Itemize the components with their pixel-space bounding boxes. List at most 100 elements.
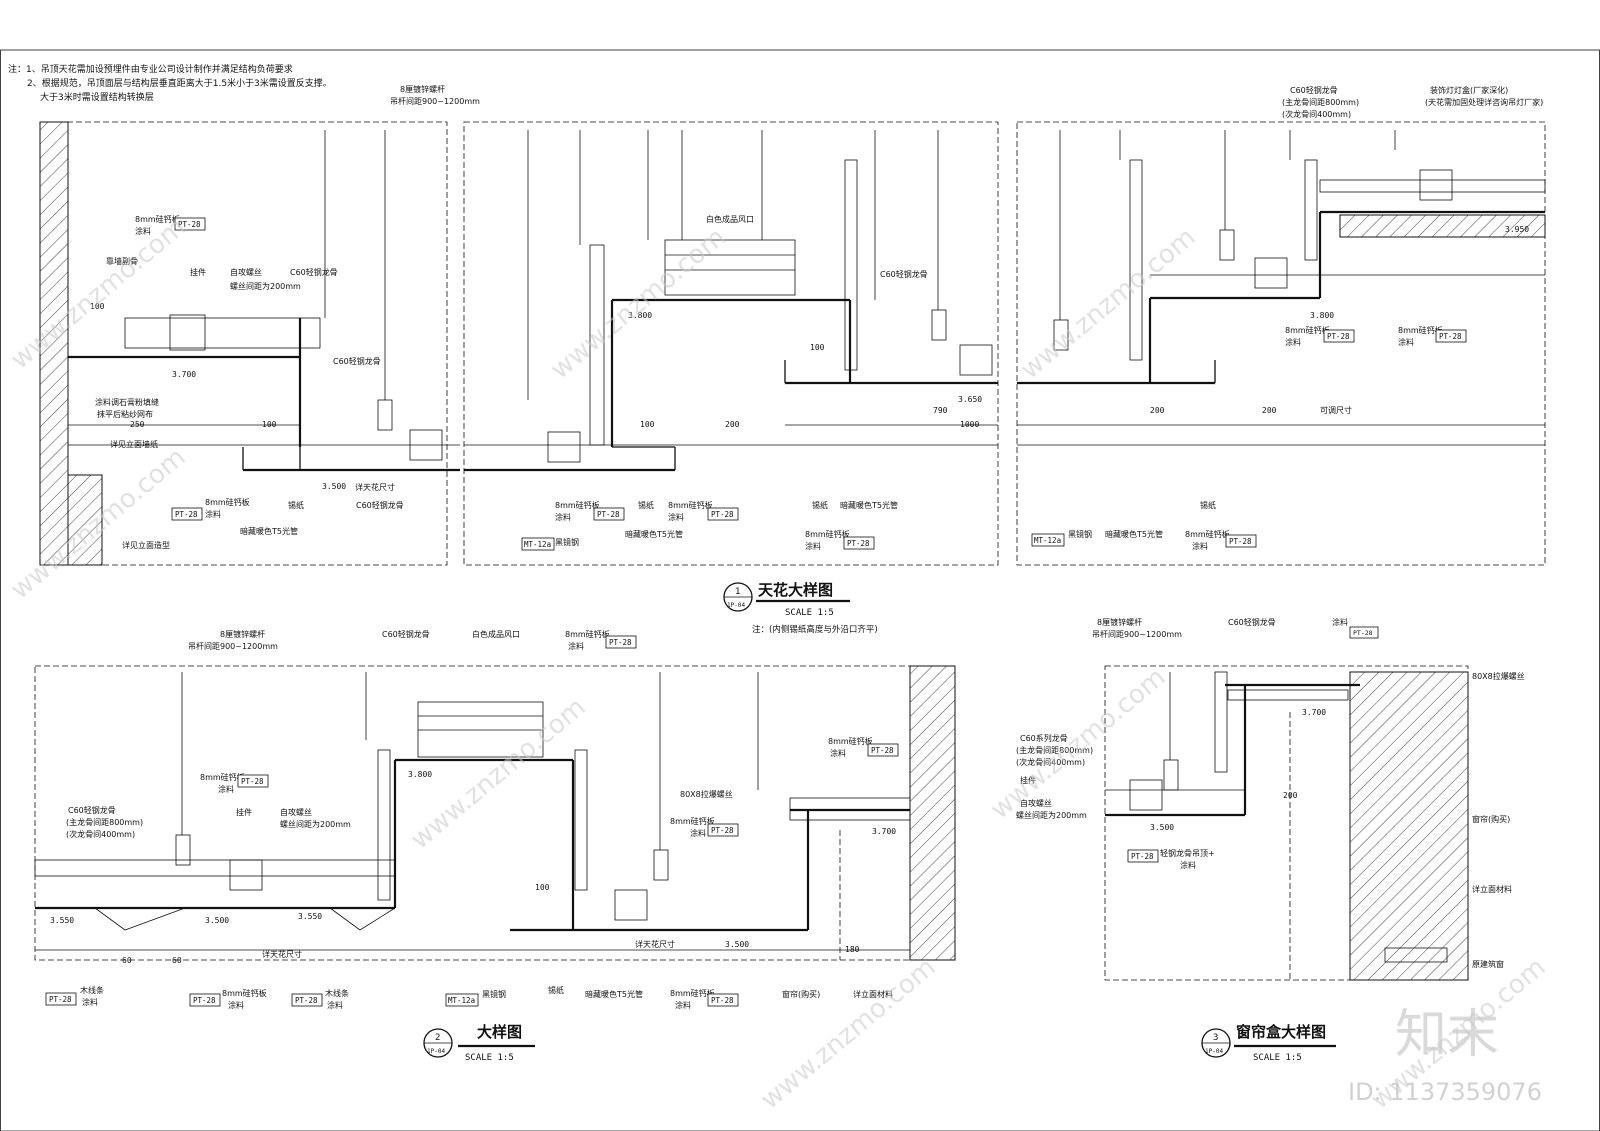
p3-screw: 自攻螺丝 xyxy=(1020,798,1052,808)
p2-bolt: 80X8拉爆螺丝 xyxy=(680,789,733,799)
p1-board: 8mm硅钙板 xyxy=(135,214,180,224)
p2-screw: 自攻螺丝 xyxy=(280,807,312,817)
p2-hanger: 挂件 xyxy=(236,807,252,817)
p1-c60b: C60轻钢龙骨 xyxy=(333,356,381,366)
wall-feature-hatch xyxy=(67,474,103,566)
p1-detail-size: 详天花尺寸 xyxy=(355,482,395,492)
p1-pt-tag-e: PT-28 xyxy=(847,539,870,548)
p2-level-0: 3.800 xyxy=(408,770,432,779)
p3-hanger: 挂件 xyxy=(1020,775,1036,785)
p1-pt-tag-h: PT-28 xyxy=(1439,332,1462,341)
p2-mirror: 黑镜钢 xyxy=(482,989,506,999)
p2-tinfoil: 锡纸 xyxy=(548,985,564,995)
p3-main-spacing: (主龙骨间距800mm) xyxy=(1016,745,1093,755)
panel-1-labels: 8厘镀锌螺杆 吊杆间距900~1200mm 8mm硅钙板 涂料 靠墙副骨 挂件 … xyxy=(90,84,1543,635)
p2-level-1: 3.700 xyxy=(872,827,896,836)
p1-c60c: C60轻钢龙骨 xyxy=(356,500,404,510)
p1-keel-main: C60轻钢龙骨 xyxy=(1290,85,1338,95)
p1-see-wall2: 详见立面造型 xyxy=(122,540,170,550)
p1-title-num: 1 xyxy=(735,587,740,597)
p3-level-1: 3.500 xyxy=(1150,823,1174,832)
p3-title-num: 3 xyxy=(1213,1033,1218,1043)
p1-level-4: 3.950 xyxy=(1505,225,1529,234)
p2-c60: C60轻钢龙骨 xyxy=(382,629,430,639)
p2-paint-f: 涂料 xyxy=(228,1000,244,1010)
p2-dim-3: 100 xyxy=(535,883,550,892)
panel-2-detail: 8厘镀锌螺杆 吊杆间距900~1200mm C60轻钢龙骨 白色成品风口 8mm… xyxy=(34,629,956,1063)
p1-keel-main2: (主龙骨间距800mm) xyxy=(1282,97,1359,107)
p2-paint-c: 涂料 xyxy=(830,748,846,758)
watermark-text-5: www.znzmo.com xyxy=(405,692,591,855)
p1-mt-tag-b: MT-12a xyxy=(1034,536,1061,545)
p1-pt-tag-b: PT-28 xyxy=(178,220,201,229)
watermark-text-7: www.znzmo.com xyxy=(755,952,941,1115)
p1-board-c: 8mm硅钙板 xyxy=(555,500,600,510)
p1-mirror2: 黑镜钢 xyxy=(1068,529,1092,539)
p2-dim-0: 60 xyxy=(122,956,132,965)
p2-sec-spacing: (次龙骨间400mm) xyxy=(66,829,135,839)
p1-c60: C60轻钢龙骨 xyxy=(290,267,338,277)
p2-mt-tag: MT-12a xyxy=(448,996,475,1005)
p1-see-wall: 详见立面墙纸 xyxy=(110,439,158,449)
p2-pt-tag-h: PT-28 xyxy=(711,996,734,1005)
p1-led2: 暗藏暖色T5光管 xyxy=(625,529,683,539)
p1-dim-13: 790 xyxy=(933,406,948,415)
p1-tinfoil: 锡纸 xyxy=(288,500,304,510)
p1-board-b: 8mm硅钙板 xyxy=(205,497,250,507)
p3-screw-spacing: 螺丝间距为200mm xyxy=(1016,810,1087,820)
p1-dim-0: 100 xyxy=(90,302,105,311)
p2-wall-mat: 详立面材料 xyxy=(853,989,893,999)
panel-3-curtain-box: 8厘镀锌螺杆 吊杆间距900~1200mm C60轻钢龙骨 涂料 PT-28 8… xyxy=(1016,617,1525,1063)
p3-scale: SCALE 1:5 xyxy=(1253,1053,1302,1063)
p2-pt-tag-b: PT-28 xyxy=(241,777,264,786)
p2-scale: SCALE 1:5 xyxy=(465,1053,514,1063)
p2-level-3: 3.500 xyxy=(205,916,229,925)
p2-pt-tag-c: PT-28 xyxy=(871,746,894,755)
p2-detail-size: 详天花尺寸 xyxy=(262,949,302,959)
p1-dim-9: 100 xyxy=(640,420,655,429)
p2-c60-main: C60轻钢龙骨 xyxy=(68,805,116,815)
p2-paint-g: 涂料 xyxy=(327,1000,343,1010)
p1-paint-c: 涂料 xyxy=(555,512,571,522)
p3-keel-top: 轻钢龙骨吊顶+ xyxy=(1160,848,1215,858)
note-line-1: 注：1、吊顶天花需加设预埋件由专业公司设计制作并满足结构负荷要求 xyxy=(8,63,293,75)
watermark-text-2: www.znzmo.com xyxy=(545,222,731,385)
p1-c60d: C60轻钢龙骨 xyxy=(880,269,928,279)
p1-led: 暗藏暖色T5光管 xyxy=(240,526,298,536)
p2-paint-d: 涂料 xyxy=(690,828,706,838)
p1-title: 天花大样图 xyxy=(758,581,833,599)
p1-dim-17: 200 xyxy=(1150,406,1165,415)
p3-wall-mat: 详立面材料 xyxy=(1472,884,1512,894)
p2-rod: 8厘镀锌螺杆 xyxy=(220,629,265,639)
p3-series: C60系列龙骨 xyxy=(1020,733,1068,743)
p3-dim-0: 200 xyxy=(1283,791,1298,800)
p3-rod: 8厘镀锌螺杆 xyxy=(1097,617,1142,627)
p1-paint-b: 涂料 xyxy=(205,509,221,519)
p1-wall-note1: 涂料调石膏粉填缝 xyxy=(95,397,159,407)
p2-board3: 8mm硅钙板 xyxy=(828,736,873,746)
p2-led: 暗藏暖色T5光管 xyxy=(585,989,643,999)
watermark-text-1: www.znzmo.com xyxy=(5,212,191,375)
p2-rod-spacing: 吊杆间距900~1200mm xyxy=(188,641,278,651)
p1-paint-g: 涂料 xyxy=(1285,337,1301,347)
p1-wall-note2: 抹平后粘纱网布 xyxy=(97,409,153,419)
p2-wood-strip2: 木线条 xyxy=(325,988,349,998)
p3-rod-spacing: 吊杆间距900~1200mm xyxy=(1092,629,1182,639)
p2-title-ref: 1P-04 xyxy=(427,1048,445,1055)
p2-pt-tag-a: PT-28 xyxy=(609,638,632,647)
p1-board-h: 8mm硅钙板 xyxy=(1398,325,1443,335)
note-line-2: 2、根据规范，吊顶面层与结构层垂直距离大于1.5米小于3米需设置反支撑。 xyxy=(27,77,332,89)
p1-edge-keel: 靠墙副骨 xyxy=(106,256,138,266)
p1-paint-f: 涂料 xyxy=(1192,541,1208,551)
p1-mirror: 黑镜钢 xyxy=(555,537,579,547)
p1-tinfoil4: 锡纸 xyxy=(1200,500,1216,510)
p1-board-g: 8mm硅钙板 xyxy=(1285,325,1330,335)
p1-led4: 暗藏暖色T5光管 xyxy=(1105,529,1163,539)
p1-screw-spacing: 螺丝间距为200mm xyxy=(230,281,301,291)
p3-title-ref: 1P-04 xyxy=(1205,1048,1223,1055)
watermark-text-3: www.znzmo.com xyxy=(1015,222,1201,385)
p1-title-ref: 1P-04 xyxy=(727,602,745,609)
watermark-logo: 知末 xyxy=(1395,1005,1499,1065)
p1-board-d: 8mm硅钙板 xyxy=(668,500,713,510)
